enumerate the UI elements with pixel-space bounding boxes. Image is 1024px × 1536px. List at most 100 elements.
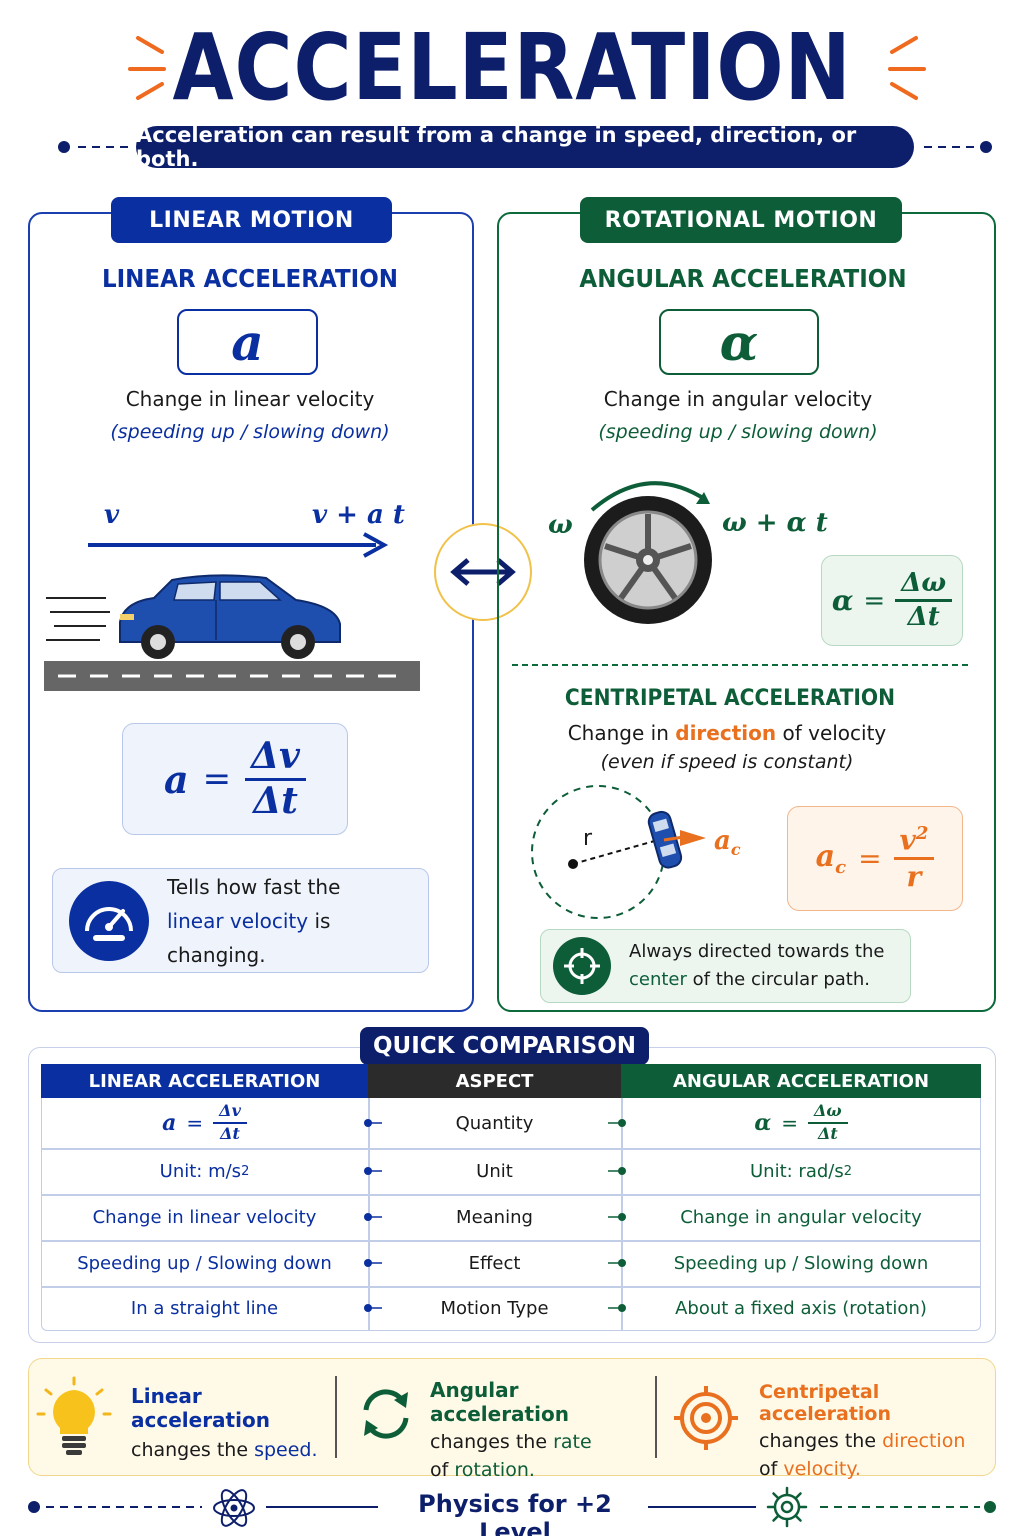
tip-linear: Linear acceleration changes the speed. <box>131 1384 331 1464</box>
centripetal-formula-num-sup: 2 <box>915 823 929 845</box>
table-row-effect-angular: Speeding up / Slowing down <box>673 1252 929 1274</box>
centripetal-info-rest: of the circular path. <box>686 969 870 990</box>
linear-formula-box: a = Δv Δt <box>122 723 348 835</box>
car-on-road-illustration <box>44 570 422 694</box>
tip-centripetal-highlight-2: velocity <box>783 1458 855 1480</box>
centripetal-formula-num-v: v <box>899 823 916 857</box>
omega-end-label: ω + α t <box>722 508 828 538</box>
linear-formula-lhs: a <box>164 756 189 802</box>
centripetal-formula-box: ac = v2 r <box>787 806 963 911</box>
table-angular-formula-num: Δω <box>808 1102 848 1124</box>
summary-tips-band <box>28 1358 996 1476</box>
atom-icon <box>212 1486 256 1530</box>
centripetal-acc-label-sub: c <box>730 840 741 860</box>
centripetal-description-note: (even if speed is constant) <box>600 751 854 773</box>
comparison-title: QUICK COMPARISON <box>360 1027 649 1065</box>
table-row-motion-angular: About a fixed axis (rotation) <box>675 1298 927 1319</box>
table-row-unit-aspect: Unit <box>476 1160 513 1182</box>
tips-divider <box>655 1376 657 1458</box>
angular-symbol-box: α <box>659 309 819 375</box>
centripetal-acc-label-main: a <box>714 826 731 856</box>
table-linear-formula-equals: = <box>186 1111 204 1135</box>
tip-linear-head: Linear acceleration <box>131 1384 270 1432</box>
table-header-angular: ANGULAR ACCELERATION <box>621 1064 981 1098</box>
linear-acceleration-title: LINEAR ACCELERATION <box>101 264 399 293</box>
speedometer-icon <box>69 880 149 961</box>
tip-centripetal-body-1: changes the direction <box>759 1427 991 1455</box>
page-title: ACCELERATION <box>172 14 852 121</box>
subtitle-text: Acceleration can result from a change in… <box>136 123 857 171</box>
swap-arrow-icon <box>434 523 532 621</box>
linear-info-rest: is changing. <box>167 908 331 967</box>
circular-path-illustration <box>518 784 694 920</box>
linear-info-highlight: linear velocity <box>167 908 309 933</box>
angular-formula-box: α = Δω Δt <box>821 555 963 646</box>
centripetal-arrow-icon <box>680 828 710 848</box>
angular-description-note: (speeding up / slowing down) <box>598 421 878 443</box>
tip-angular-period: . <box>528 1459 535 1481</box>
tip-angular-body-2: of rotation. <box>430 1456 652 1484</box>
linear-info-line2: linear velocity is changing. <box>167 904 428 972</box>
centripetal-info-line2: center of the circular path. <box>629 966 884 994</box>
linear-symbol: a <box>231 312 264 372</box>
wheel-illustration <box>578 468 720 630</box>
linear-motion-tab: LINEAR MOTION <box>111 197 392 243</box>
footer-deco-right <box>648 1496 1000 1518</box>
linear-info-box: Tells how fast the linear velocity is ch… <box>52 868 429 973</box>
subtitle-deco-left <box>56 138 132 156</box>
tip-angular-text-1: changes the <box>430 1431 554 1453</box>
centripetal-info-box: Always directed towards the center of th… <box>540 929 911 1003</box>
centripetal-desc-pre: Change in <box>567 721 676 745</box>
section-divider <box>512 664 968 666</box>
table-body-frame <box>41 1098 981 1331</box>
linear-description-note: (speeding up / slowing down) <box>110 421 390 443</box>
centripetal-formula-lhs: a <box>815 839 836 874</box>
subtitle-deco-right <box>920 138 996 156</box>
table-row-effect-aspect: Effect <box>468 1252 521 1274</box>
table-row-meaning-angular: Change in angular velocity <box>680 1206 922 1228</box>
rotational-motion-tab-label: ROTATIONAL MOTION <box>604 207 878 233</box>
tip-angular-highlight-1: rate <box>553 1431 592 1453</box>
centripetal-formula-equals: = <box>858 842 882 875</box>
tip-linear-highlight: speed <box>254 1439 312 1461</box>
linear-symbol-box: a <box>177 309 318 375</box>
centripetal-info-highlight: center <box>629 969 687 990</box>
table-unit-linear-text: Unit: m/s <box>159 1160 242 1182</box>
tip-centripetal-text-2: of <box>759 1458 784 1480</box>
table-row-motion-aspect: Motion Type <box>440 1298 549 1319</box>
rotate-icon <box>356 1384 416 1444</box>
linear-formula-equals: = <box>202 759 232 799</box>
angular-formula-denominator: Δt <box>907 602 940 632</box>
table-row-line <box>41 1286 981 1288</box>
angular-formula-fraction: Δω Δt <box>895 569 953 632</box>
tip-centripetal-period: . <box>854 1458 861 1480</box>
centripetal-desc-highlight: direction <box>675 721 777 745</box>
footer-deco-left <box>26 1496 386 1518</box>
angular-acceleration-title: ANGULAR ACCELERATION <box>579 264 907 293</box>
linear-formula-denominator: Δt <box>253 779 298 822</box>
table-row-effect-linear: Speeding up / Slowing down <box>77 1252 332 1274</box>
tip-linear-period: . <box>311 1439 318 1461</box>
angular-formula-numerator: Δω <box>895 569 953 602</box>
table-row-line <box>41 1240 981 1242</box>
velocity-end-label: v + a t <box>312 500 405 530</box>
title-burst-left <box>124 34 174 104</box>
table-row-line <box>41 1148 981 1150</box>
table-angular-formula-equals: = <box>781 1111 799 1135</box>
velocity-start-label: v <box>104 500 120 530</box>
lightbulb-icon <box>36 1376 112 1460</box>
tip-centripetal-highlight-1: direction <box>882 1430 966 1452</box>
tip-angular-body-1: changes the rate <box>430 1428 652 1456</box>
linear-formula-fraction: Δv Δt <box>245 737 306 822</box>
linear-motion-tab-label: LINEAR MOTION <box>149 207 354 233</box>
table-angular-formula-lhs: α <box>754 1110 772 1136</box>
omega-start-label: ω <box>548 510 573 540</box>
angular-formula-lhs: α <box>831 584 854 617</box>
table-linear-formula-num: Δv <box>213 1102 247 1124</box>
centripetal-formula-sub: c <box>835 857 847 878</box>
